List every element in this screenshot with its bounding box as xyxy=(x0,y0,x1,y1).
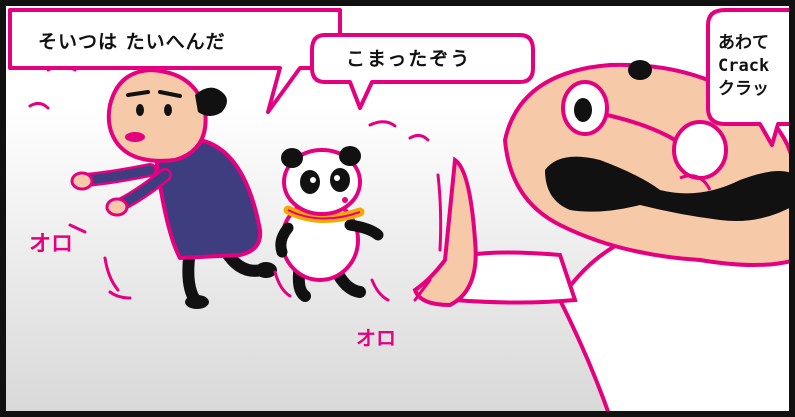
speech-bubble-doctor xyxy=(706,8,795,147)
boss-dialogue: そいつは たいへんだ xyxy=(38,31,226,53)
doctor-dialogue: あわて Crack クラッ xyxy=(718,32,769,101)
panda-character xyxy=(273,120,430,302)
boss-character xyxy=(28,64,277,309)
doctor-dialogue-line-1: あわて xyxy=(718,33,769,53)
panda-dialogue: こまったぞう xyxy=(346,48,472,70)
speech-bubble-boss xyxy=(8,8,342,114)
sound-effect-oro-bottom: オロ xyxy=(356,326,396,350)
sound-effect-oro-left: オロ xyxy=(29,232,74,257)
speech-bubble-panda xyxy=(310,33,535,110)
doctor-dialogue-line-3: クラッ xyxy=(718,79,769,99)
doctor-dialogue-line-2: Crack xyxy=(718,56,770,76)
